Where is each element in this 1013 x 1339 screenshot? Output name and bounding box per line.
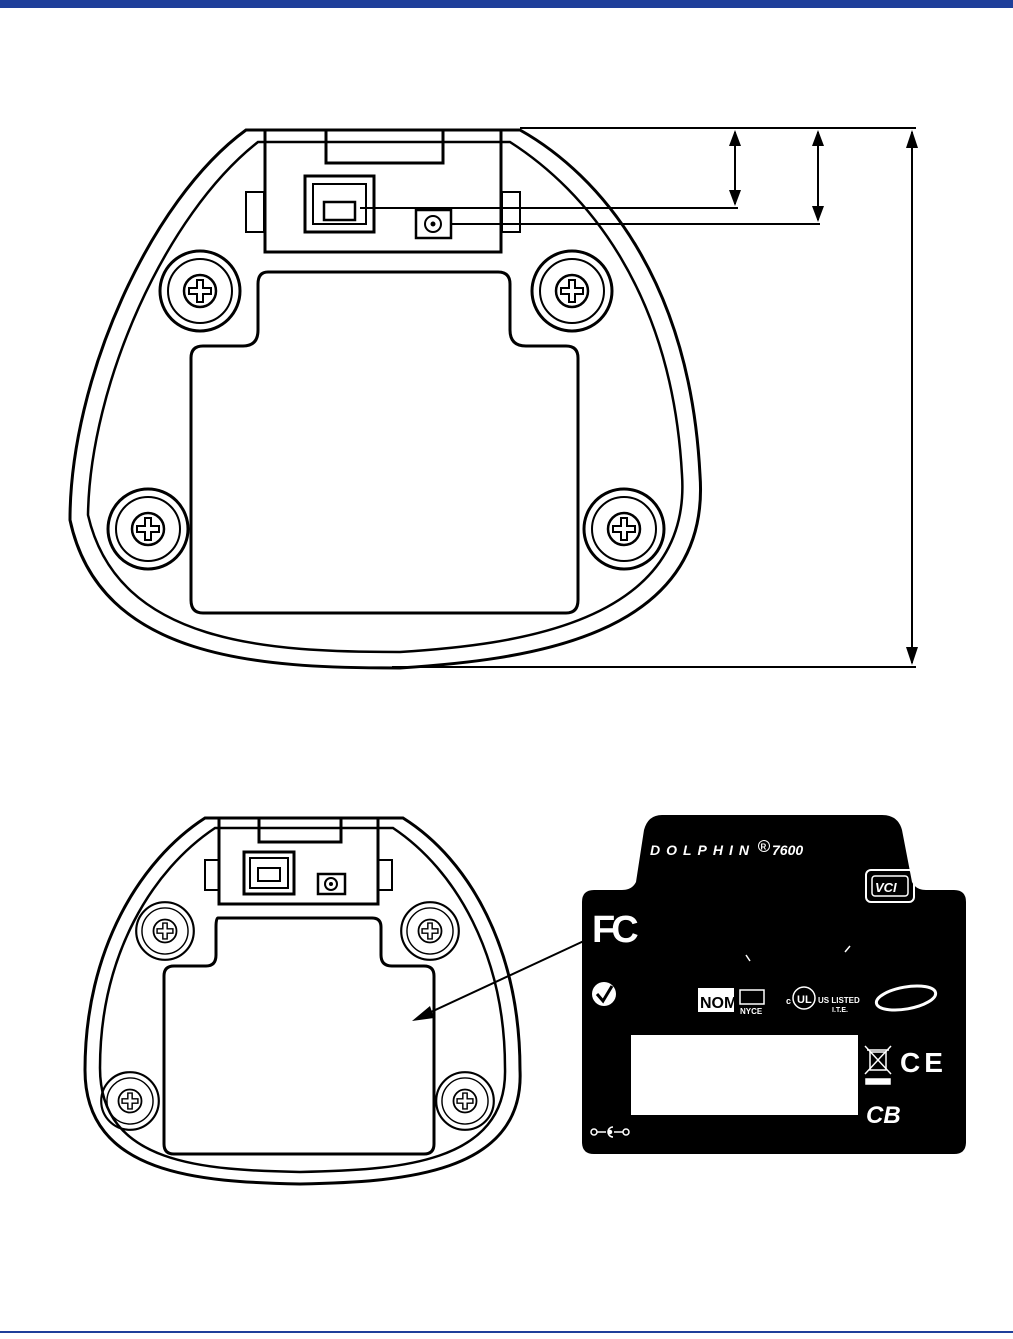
regulatory-label: DOLPHIN R 7600 VCI FC NOM NYCE c UL US L…: [582, 815, 966, 1154]
side-slot-right: [502, 192, 520, 232]
usb-b-port-icon: [244, 852, 294, 894]
svg-text:VCI: VCI: [875, 880, 897, 895]
phillips-screw-icon: [160, 251, 240, 331]
connector-tab: [326, 130, 443, 163]
phillips-screw-icon: [108, 489, 188, 569]
c-tick-icon: [592, 982, 616, 1006]
phillips-screw-icon: [401, 902, 459, 960]
product-name: DOLPHIN: [650, 842, 755, 858]
serial-label-area: [631, 1035, 858, 1115]
svg-text:c: c: [786, 996, 791, 1006]
model-number: 7600: [772, 842, 803, 858]
bottom-view: [85, 818, 586, 1184]
fcc-logo: FC: [592, 909, 638, 951]
phillips-screw-icon: [532, 251, 612, 331]
connector-housing: [265, 130, 501, 252]
connector-tab: [259, 818, 341, 842]
nyce-logo: NYCE: [740, 1007, 763, 1016]
cb-mark: CB: [866, 1102, 901, 1129]
dc-power-jack-icon: [416, 210, 451, 238]
svg-text:I.T.E.: I.T.E.: [832, 1007, 848, 1014]
battery-door: [191, 272, 578, 613]
phillips-screw-icon: [436, 1072, 494, 1130]
base-outline-outer: [70, 130, 701, 668]
phillips-screw-icon: [584, 489, 664, 569]
ce-mark: CE: [900, 1047, 947, 1078]
side-slot-right: [378, 860, 392, 890]
svg-text:US LISTED: US LISTED: [818, 996, 860, 1005]
top-view: [70, 128, 918, 668]
usb-b-port-icon: [305, 176, 374, 232]
svg-text:NOM: NOM: [700, 995, 737, 1012]
svg-text:UL: UL: [797, 994, 812, 1006]
phillips-screw-icon: [136, 902, 194, 960]
dimension-arrowheads: [729, 130, 918, 665]
registered-mark: R: [761, 843, 767, 852]
label-leader-arrowhead: [412, 1006, 434, 1021]
battery-door: [164, 918, 434, 1154]
side-slot-left: [205, 860, 219, 890]
side-slot-left: [246, 192, 264, 232]
phillips-screw-icon: [101, 1072, 159, 1130]
base-outline-inner: [88, 142, 682, 652]
dc-power-jack-icon: [318, 874, 345, 894]
